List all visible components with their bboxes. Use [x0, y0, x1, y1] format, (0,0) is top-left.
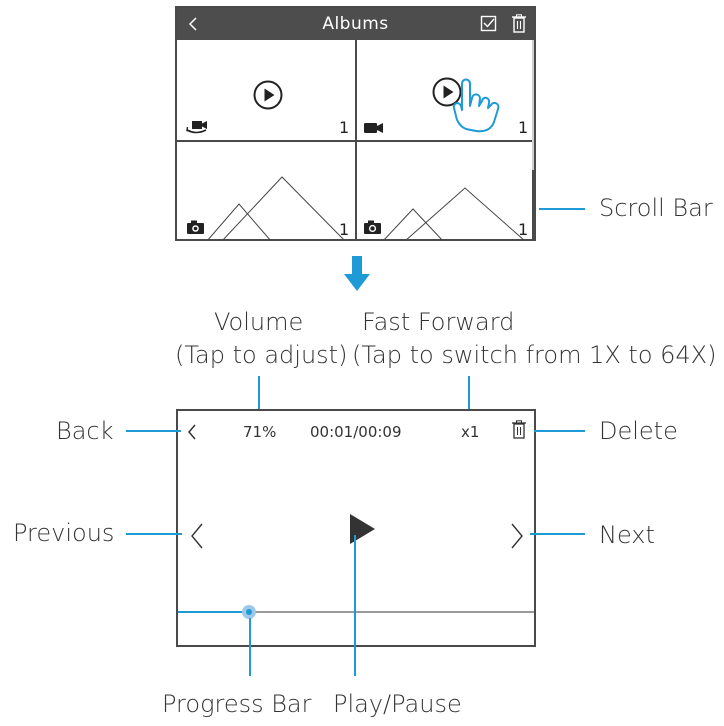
volume-value[interactable]: 71%	[243, 423, 277, 441]
photo-placeholder-icon	[382, 187, 526, 241]
progress-bar-pointer	[249, 618, 251, 676]
previous-pointer	[126, 533, 182, 535]
play-pause-pointer	[354, 535, 356, 676]
play-icon	[253, 80, 283, 110]
photo-placeholder-icon	[206, 176, 346, 241]
speed-value[interactable]: x1	[461, 423, 480, 441]
album-count: 1	[339, 220, 350, 239]
progress-bar-label: Progress Bar	[162, 690, 312, 718]
grid-divider-horizontal	[177, 140, 534, 142]
scroll-bar-label: Scroll Bar	[599, 194, 713, 222]
trash-icon[interactable]	[511, 420, 527, 440]
volume-hint: (Tap to adjust)	[175, 341, 348, 369]
progress-fill	[178, 611, 249, 613]
next-label: Next	[599, 521, 655, 549]
back-icon[interactable]	[187, 16, 199, 32]
album-cell-video[interactable]: 1	[357, 40, 532, 140]
camera-icon	[187, 220, 204, 234]
volume-label: Volume	[214, 308, 304, 336]
video-player-screen: 71% 00:01/00:09 x1	[176, 409, 536, 647]
arrow-down-icon	[344, 256, 370, 291]
album-count: 1	[518, 118, 529, 137]
next-pointer	[530, 533, 585, 535]
volume-pointer	[258, 376, 260, 416]
playback-time: 00:01/00:09	[310, 423, 402, 441]
previous-icon[interactable]	[189, 522, 205, 550]
play-icon[interactable]	[347, 513, 377, 545]
scroll-bar-track	[532, 40, 534, 170]
back-icon[interactable]	[186, 423, 198, 441]
video-camera-icon	[364, 123, 383, 133]
albums-header: Albums	[177, 8, 534, 40]
delete-label: Delete	[599, 417, 678, 445]
tap-hand-icon	[452, 78, 500, 133]
scroll-bar-pointer	[539, 208, 585, 210]
album-cell-video[interactable]: 1	[177, 40, 355, 140]
previous-label: Previous	[13, 519, 115, 547]
next-icon[interactable]	[509, 522, 525, 550]
trash-icon[interactable]	[511, 14, 527, 34]
scroll-bar-thumb[interactable]	[532, 170, 534, 241]
progress-track[interactable]	[178, 605, 534, 619]
fast-forward-label: Fast Forward	[362, 308, 515, 336]
back-label: Back	[56, 417, 114, 445]
play-pause-label: Play/Pause	[333, 690, 462, 718]
play-icon	[432, 77, 462, 107]
delete-pointer	[534, 430, 585, 432]
album-cell-photo[interactable]: 1	[177, 142, 355, 241]
rotation-video-icon	[186, 121, 207, 134]
progress-handle[interactable]	[242, 605, 256, 619]
fast-forward-pointer	[468, 376, 470, 416]
select-icon[interactable]	[480, 15, 498, 33]
album-cell-photo[interactable]: 1	[357, 142, 532, 241]
albums-title: Albums	[322, 14, 389, 34]
album-count: 1	[339, 118, 350, 137]
camera-icon	[364, 220, 381, 234]
album-count: 1	[518, 220, 529, 239]
fast-forward-hint: (Tap to switch from 1X to 64X)	[352, 341, 717, 369]
back-pointer	[126, 430, 181, 432]
